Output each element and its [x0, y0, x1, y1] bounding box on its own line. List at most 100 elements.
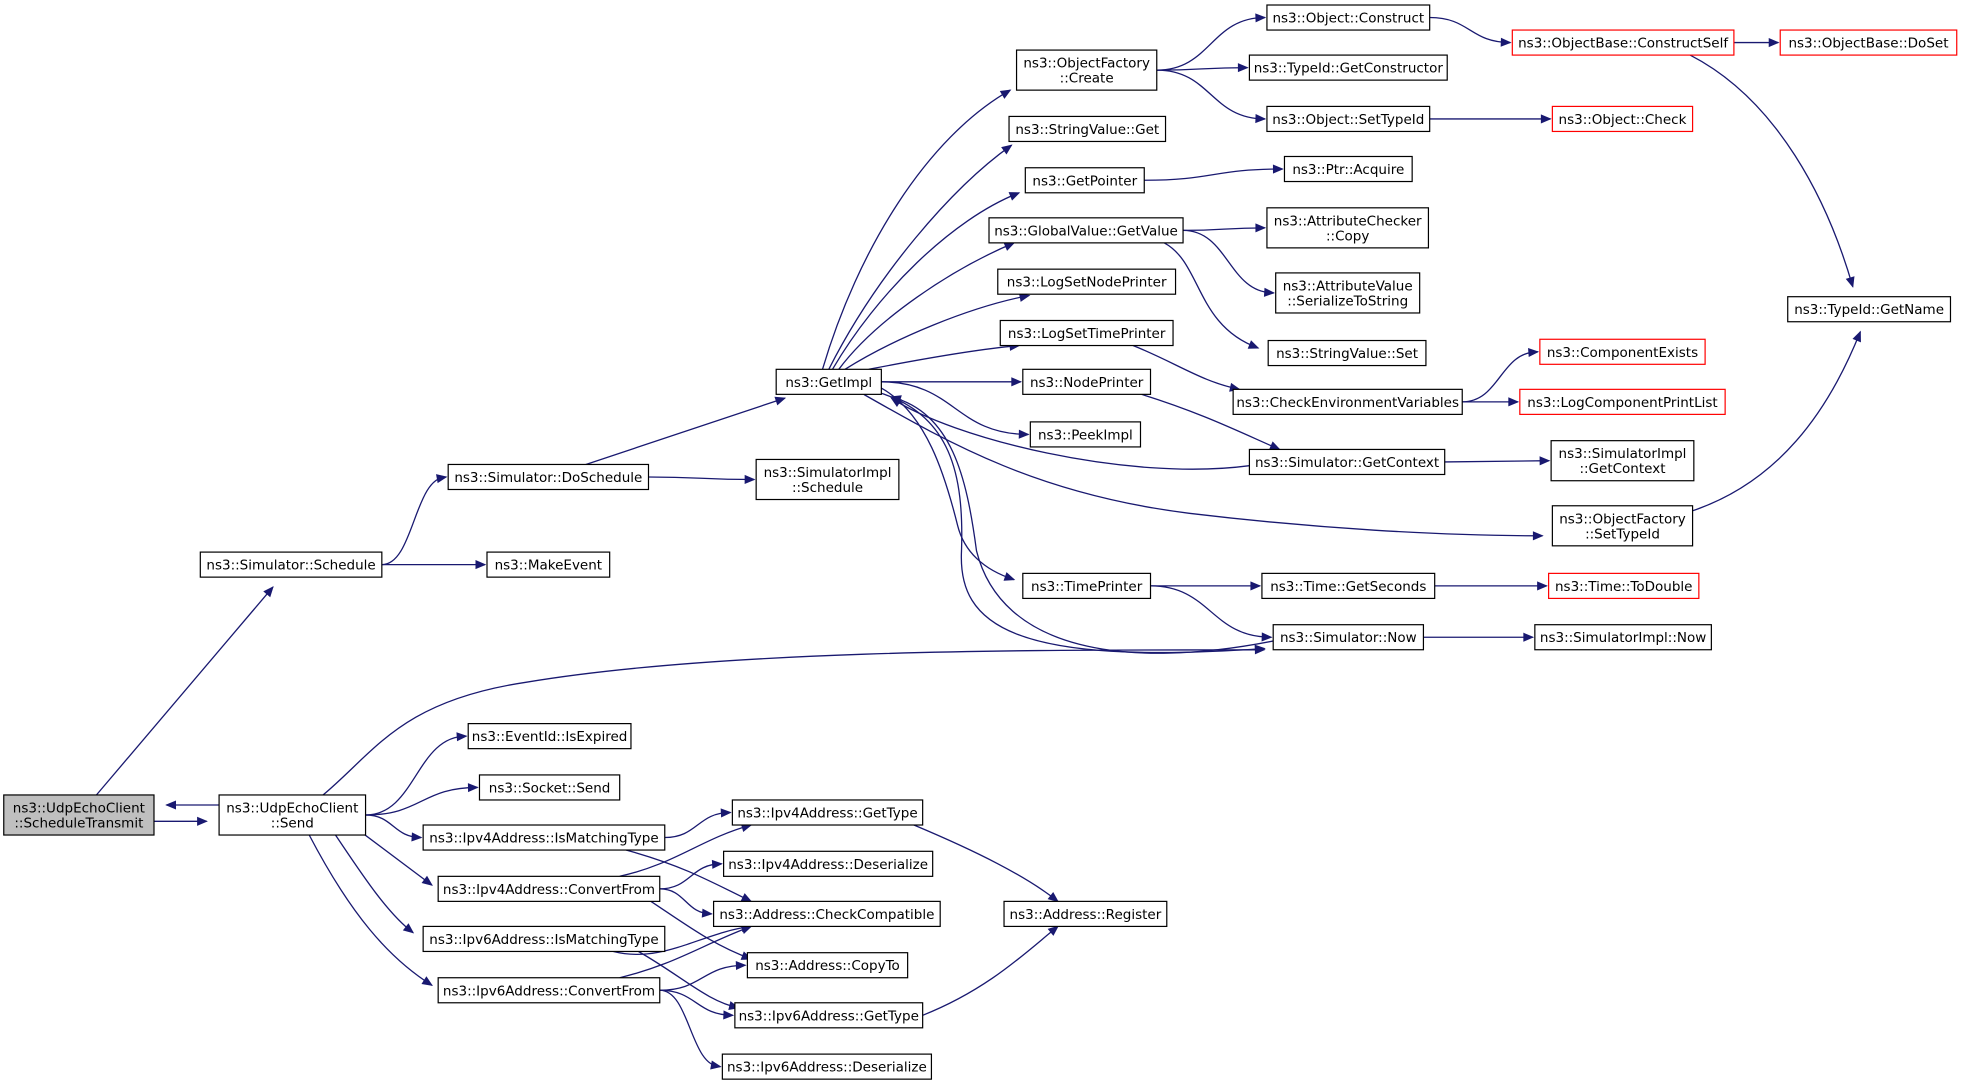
node-box-checkenv[interactable] — [1232, 388, 1463, 415]
node-box-getpointer[interactable] — [1024, 167, 1145, 194]
node-dosched[interactable]: ns3::Simulator::DoSchedule — [447, 463, 650, 491]
node-box-dosched[interactable] — [447, 463, 650, 491]
node-objconstruct[interactable]: ns3::Object::Construct — [1266, 4, 1431, 31]
node-box-ipv6conv[interactable] — [437, 977, 661, 1004]
node-ofcreate[interactable]: ns3::ObjectFactory::Create — [1015, 49, 1158, 91]
node-box-ofcreate[interactable] — [1015, 49, 1158, 91]
node-box-ipv4match[interactable] — [422, 824, 666, 851]
node-box-logtime[interactable] — [999, 319, 1174, 347]
node-box-socketsend[interactable] — [478, 774, 621, 801]
node-box-obdoset[interactable] — [1779, 29, 1958, 56]
node-box-typeidctor[interactable] — [1248, 54, 1448, 81]
node-obdoset[interactable]: ns3::ObjectBase::DoSet — [1779, 29, 1958, 56]
node-box-addrcheck[interactable] — [712, 900, 941, 928]
node-ipv6gettype[interactable]: ns3::Ipv6Address::GetType — [734, 1002, 924, 1029]
node-box-strset[interactable] — [1267, 339, 1427, 367]
node-box-simimplsched[interactable] — [755, 458, 900, 501]
node-avser[interactable]: ns3::AttributeValue::SerializeToString — [1275, 272, 1421, 314]
node-acheckcopy[interactable]: ns3::AttributeChecker::Copy — [1266, 207, 1430, 249]
node-timeprinter[interactable]: ns3::TimePrinter — [1022, 572, 1152, 600]
node-timegetsec[interactable]: ns3::Time::GetSeconds — [1261, 572, 1436, 600]
node-addrregister[interactable]: ns3::Address::Register — [1003, 900, 1168, 928]
node-box-objcheck[interactable] — [1551, 105, 1694, 133]
node-eventexpired[interactable]: ns3::EventId::IsExpired — [467, 723, 632, 750]
node-box-addrcopy[interactable] — [746, 952, 909, 979]
node-nodeprinter[interactable]: ns3::NodePrinter — [1022, 368, 1152, 395]
node-checkenv[interactable]: ns3::CheckEnvironmentVariables — [1232, 388, 1463, 415]
node-ipv4match[interactable]: ns3::Ipv4Address::IsMatchingType — [422, 824, 666, 851]
node-simimplsched[interactable]: ns3::SimulatorImpl::Schedule — [755, 458, 900, 501]
node-box-gvget[interactable] — [988, 217, 1184, 244]
node-box-timegetsec[interactable] — [1261, 572, 1436, 600]
node-box-acheckcopy[interactable] — [1266, 207, 1430, 249]
node-lognode[interactable]: ns3::LogSetNodePrinter — [997, 268, 1177, 295]
node-logtime[interactable]: ns3::LogSetTimePrinter — [999, 319, 1174, 347]
node-ipv4deser[interactable]: ns3::Ipv4Address::Deserialize — [723, 850, 934, 877]
node-box-peekimpl[interactable] — [1029, 421, 1142, 448]
node-send[interactable]: ns3::UdpEchoClient::Send — [218, 794, 367, 836]
node-box-addrregister[interactable] — [1003, 900, 1168, 928]
node-ptracquire[interactable]: ns3::Ptr::Acquire — [1283, 155, 1413, 183]
node-box-setypeid[interactable] — [1266, 105, 1431, 133]
node-obconstructself[interactable]: ns3::ObjectBase::ConstructSelf — [1511, 29, 1735, 56]
node-box-ipv6gettype[interactable] — [734, 1002, 924, 1029]
node-gvget[interactable]: ns3::GlobalValue::GetValue — [988, 217, 1184, 244]
node-box-objconstruct[interactable] — [1266, 4, 1431, 31]
node-socketsend[interactable]: ns3::Socket::Send — [478, 774, 621, 801]
node-box-ptracquire[interactable] — [1283, 155, 1413, 183]
node-box-timetodouble[interactable] — [1548, 572, 1700, 600]
node-strget[interactable]: ns3::StringValue::Get — [1008, 115, 1167, 143]
node-box-simimplnow[interactable] — [1534, 624, 1712, 651]
node-box-ipv6match[interactable] — [422, 925, 666, 953]
node-logprintlist[interactable]: ns3::LogComponentPrintList — [1519, 388, 1726, 415]
node-box-ipv6deser[interactable] — [721, 1053, 933, 1080]
node-ofsettypeid[interactable]: ns3::ObjectFactory::SetTypeId — [1551, 505, 1694, 547]
node-box-simimplctx[interactable] — [1550, 440, 1695, 482]
node-setypeid[interactable]: ns3::Object::SetTypeId — [1266, 105, 1431, 133]
node-box-ipv4deser[interactable] — [723, 850, 934, 877]
node-ipv6match[interactable]: ns3::Ipv6Address::IsMatchingType — [422, 925, 666, 953]
node-box-strget[interactable] — [1008, 115, 1167, 143]
node-simgetctx[interactable]: ns3::Simulator::GetContext — [1248, 448, 1446, 476]
node-ipv4conv[interactable]: ns3::Ipv4Address::ConvertFrom — [437, 875, 661, 902]
node-box-ipv4gettype[interactable] — [731, 799, 924, 826]
node-typeidctor[interactable]: ns3::TypeId::GetConstructor — [1248, 54, 1448, 81]
node-timetodouble[interactable]: ns3::Time::ToDouble — [1548, 572, 1700, 600]
node-getpointer[interactable]: ns3::GetPointer — [1024, 167, 1145, 194]
node-addrcheck[interactable]: ns3::Address::CheckCompatible — [712, 900, 941, 928]
node-ipv6conv[interactable]: ns3::Ipv6Address::ConvertFrom — [437, 977, 661, 1004]
node-root[interactable]: ns3::UdpEchoClient::ScheduleTransmit — [3, 794, 155, 836]
node-sched[interactable]: ns3::Simulator::Schedule — [199, 551, 383, 578]
node-box-eventexpired[interactable] — [467, 723, 632, 750]
node-makeevent[interactable]: ns3::MakeEvent — [486, 551, 611, 578]
node-box-lognode[interactable] — [997, 268, 1177, 295]
node-strset[interactable]: ns3::StringValue::Set — [1267, 339, 1427, 367]
node-box-ipv4conv[interactable] — [437, 875, 661, 902]
node-simimplnow[interactable]: ns3::SimulatorImpl::Now — [1534, 624, 1712, 651]
node-box-obconstructself[interactable] — [1511, 29, 1735, 56]
node-box-makeevent[interactable] — [486, 551, 611, 578]
node-box-logprintlist[interactable] — [1519, 388, 1726, 415]
node-addrcopy[interactable]: ns3::Address::CopyTo — [746, 952, 909, 979]
node-box-getimpl[interactable] — [775, 368, 882, 395]
node-typeidgetname[interactable]: ns3::TypeId::GetName — [1787, 296, 1952, 323]
node-peekimpl[interactable]: ns3::PeekImpl — [1029, 421, 1142, 448]
node-box-ofsettypeid[interactable] — [1551, 505, 1694, 547]
node-box-avser[interactable] — [1275, 272, 1421, 314]
node-box-send[interactable] — [218, 794, 367, 836]
node-box-compexists[interactable] — [1539, 338, 1706, 365]
node-simnow[interactable]: ns3::Simulator::Now — [1272, 624, 1425, 651]
node-box-timeprinter[interactable] — [1022, 572, 1152, 600]
node-box-sched[interactable] — [199, 551, 383, 578]
node-simimplctx[interactable]: ns3::SimulatorImpl::GetContext — [1550, 440, 1695, 482]
node-objcheck[interactable]: ns3::Object::Check — [1551, 105, 1694, 133]
node-getimpl[interactable]: ns3::GetImpl — [775, 368, 882, 395]
node-box-simgetctx[interactable] — [1248, 448, 1446, 476]
node-box-typeidgetname[interactable] — [1787, 296, 1952, 323]
node-box-nodeprinter[interactable] — [1022, 368, 1152, 395]
node-box-simnow[interactable] — [1272, 624, 1425, 651]
node-ipv4gettype[interactable]: ns3::Ipv4Address::GetType — [731, 799, 924, 826]
node-ipv6deser[interactable]: ns3::Ipv6Address::Deserialize — [721, 1053, 933, 1080]
node-box-root[interactable] — [3, 794, 155, 836]
node-compexists[interactable]: ns3::ComponentExists — [1539, 338, 1706, 365]
